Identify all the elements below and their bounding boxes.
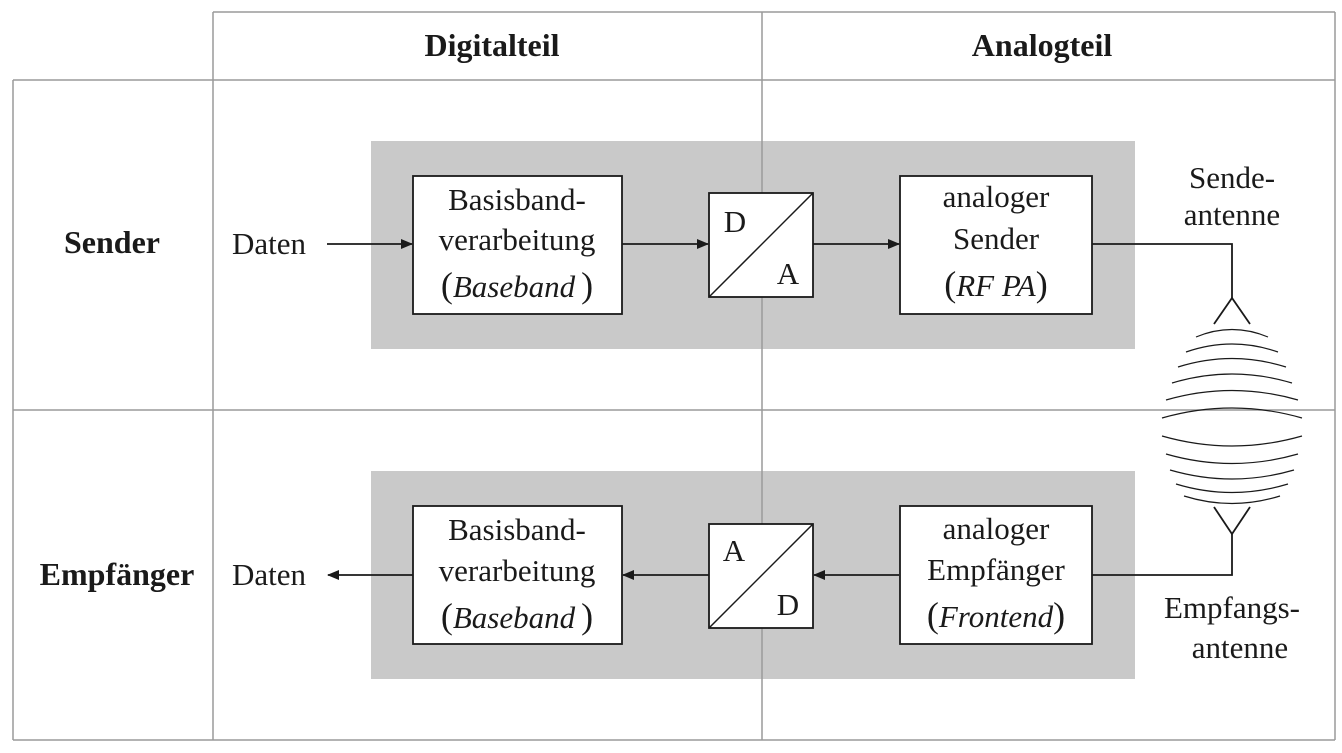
svg-text:D: D <box>777 587 799 622</box>
tx-antenna-label-line2: antenne <box>1184 197 1280 232</box>
rx-adc-converter: A D <box>708 523 814 629</box>
tx-dac-converter: D A <box>708 192 814 298</box>
svg-text:Empfänger: Empfänger <box>927 552 1065 587</box>
tx-baseband-block: Basisband- verarbeitung (Baseband) <box>412 175 623 315</box>
svg-text:analoger: analoger <box>943 511 1050 546</box>
svg-text:Basisband-: Basisband- <box>448 182 586 217</box>
svg-text:D: D <box>724 204 746 239</box>
tx-analog-sender-block: analoger Sender (RF PA) <box>899 175 1093 315</box>
header-digitalteil: Digitalteil <box>424 27 559 63</box>
rx-output-label: Daten <box>232 557 307 592</box>
svg-text:Basisband-: Basisband- <box>448 512 586 547</box>
empfangs-antenne-icon <box>1092 506 1251 576</box>
table-grid <box>12 11 1336 741</box>
svg-text:verarbeitung: verarbeitung <box>439 553 596 588</box>
header-analogteil: Analogteil <box>972 27 1113 63</box>
tx-input-label: Daten <box>232 226 307 261</box>
rx-antenna-label-line1: Empfangs- <box>1164 590 1300 625</box>
svg-text:verarbeitung: verarbeitung <box>439 222 596 257</box>
rx-antenna-label-line2: antenne <box>1192 630 1288 665</box>
svg-text:A: A <box>777 256 800 291</box>
tx-antenna-label-line1: Sende- <box>1189 160 1275 195</box>
svg-text:(Baseband): (Baseband) <box>441 596 593 636</box>
row-label-sender: Sender <box>64 224 160 260</box>
svg-text:(Baseband): (Baseband) <box>441 265 593 305</box>
rx-baseband-block: Basisband- verarbeitung (Baseband) <box>412 505 623 645</box>
sende-antenne-icon <box>1092 243 1251 325</box>
rx-analog-empfaenger-block: analoger Empfänger (Frontend) <box>899 505 1093 645</box>
svg-text:(RF PA): (RF PA) <box>944 264 1048 304</box>
svg-text:A: A <box>723 533 746 568</box>
svg-text:analoger: analoger <box>943 179 1050 214</box>
row-label-empfaenger: Empfänger <box>40 556 195 592</box>
svg-text:Sender: Sender <box>953 221 1040 256</box>
radio-waves-icon <box>1161 328 1303 505</box>
svg-text:(Frontend): (Frontend) <box>927 595 1065 635</box>
